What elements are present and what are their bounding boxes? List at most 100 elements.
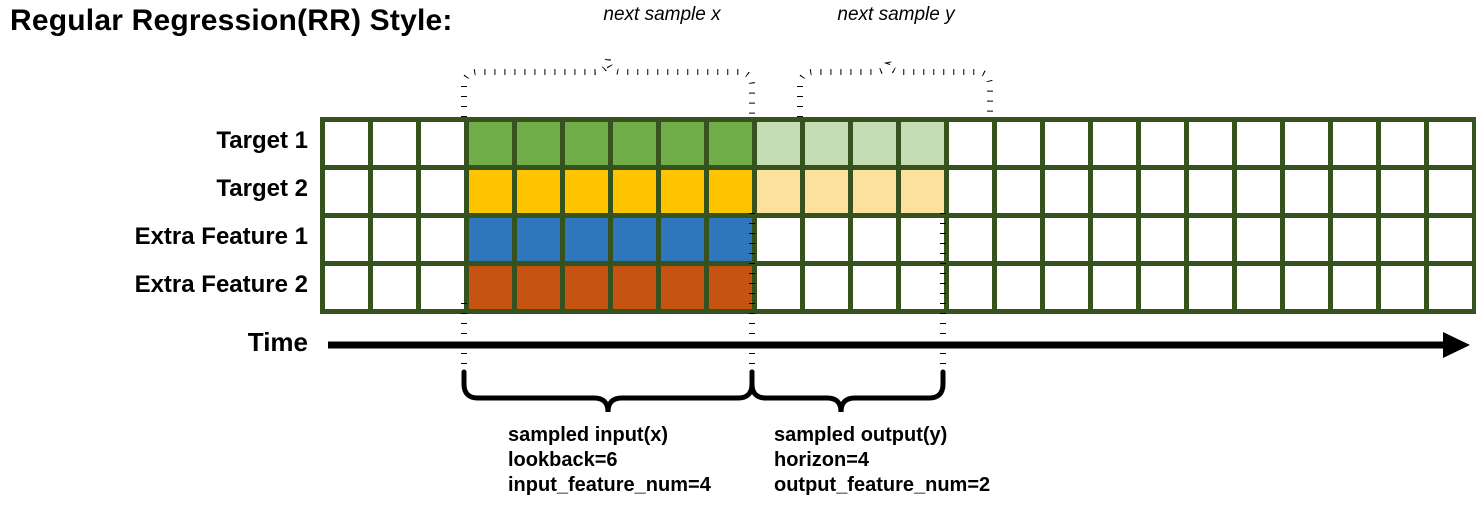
row-label-extra-feature-2: Extra Feature 2 bbox=[134, 271, 308, 298]
grid-cell bbox=[1280, 170, 1328, 213]
grid-cell bbox=[1184, 170, 1232, 213]
grid-cell bbox=[944, 170, 992, 213]
grid-cell bbox=[848, 218, 896, 261]
grid-cell bbox=[368, 266, 416, 309]
grid-cell bbox=[512, 218, 560, 261]
grid-cell bbox=[944, 266, 992, 309]
grid-cell bbox=[1136, 218, 1184, 261]
grid-cell bbox=[992, 122, 1040, 165]
grid-cell bbox=[464, 122, 512, 165]
grid-cell bbox=[464, 266, 512, 309]
grid-cell bbox=[1376, 170, 1424, 213]
grid-cell bbox=[1424, 218, 1472, 261]
grid-cell bbox=[608, 218, 656, 261]
next-sample-x-caption: next sample x bbox=[603, 4, 721, 25]
grid-cell bbox=[800, 218, 848, 261]
grid-cell bbox=[992, 170, 1040, 213]
grid-cell bbox=[704, 170, 752, 213]
grid-cell bbox=[656, 218, 704, 261]
grid-cell bbox=[368, 122, 416, 165]
grid-cell bbox=[512, 170, 560, 213]
grid-cell bbox=[896, 266, 944, 309]
grid-cell bbox=[1088, 122, 1136, 165]
grid-cell bbox=[800, 266, 848, 309]
page-title: Regular Regression(RR) Style: bbox=[10, 4, 453, 37]
grid-cell bbox=[1376, 122, 1424, 165]
grid-cell bbox=[992, 218, 1040, 261]
top-brace-output bbox=[797, 57, 993, 117]
grid-cell bbox=[1328, 122, 1376, 165]
bottom-brace-output bbox=[749, 369, 946, 413]
grid-cell bbox=[1136, 170, 1184, 213]
grid-cell bbox=[656, 266, 704, 309]
grid-cell bbox=[1376, 218, 1424, 261]
grid-cell bbox=[325, 170, 368, 213]
grid-cell bbox=[464, 170, 512, 213]
time-axis-label: Time bbox=[247, 327, 308, 357]
grid-cell bbox=[896, 122, 944, 165]
grid-cell bbox=[325, 218, 368, 261]
grid-cell bbox=[416, 170, 464, 213]
grid-cell bbox=[704, 266, 752, 309]
grid-cell bbox=[1184, 122, 1232, 165]
grid-cell bbox=[416, 122, 464, 165]
sampled-input-description: sampled input(x) lookback=6 input_featur… bbox=[508, 423, 711, 498]
grid-cell bbox=[1040, 122, 1088, 165]
grid-cell bbox=[368, 170, 416, 213]
row-label-extra-feature-1: Extra Feature 1 bbox=[134, 223, 308, 250]
grid-cell bbox=[896, 218, 944, 261]
grid-cell bbox=[848, 122, 896, 165]
grid-cell bbox=[1232, 266, 1280, 309]
grid-cell bbox=[656, 170, 704, 213]
grid-cell bbox=[464, 218, 512, 261]
grid-cell bbox=[1040, 170, 1088, 213]
grid-cell bbox=[704, 218, 752, 261]
grid-row-4 bbox=[325, 261, 1472, 309]
grid-cell bbox=[608, 170, 656, 213]
sampled-output-line-2: horizon=4 bbox=[774, 449, 870, 471]
grid-cell bbox=[896, 170, 944, 213]
row-label-target-1: Target 1 bbox=[216, 127, 308, 154]
grid-cell bbox=[1040, 218, 1088, 261]
grid-cell bbox=[1184, 266, 1232, 309]
grid-row-2 bbox=[325, 165, 1472, 213]
grid-cell bbox=[800, 122, 848, 165]
sampled-output-line-1: sampled output(y) bbox=[774, 424, 948, 446]
row-label-target-2: Target 2 bbox=[216, 175, 308, 202]
grid-cell bbox=[560, 218, 608, 261]
grid-cell bbox=[416, 218, 464, 261]
bottom-brace-input bbox=[461, 369, 755, 413]
grid-cell bbox=[1232, 170, 1280, 213]
grid-cell bbox=[704, 122, 752, 165]
grid-cell bbox=[1136, 266, 1184, 309]
sampled-output-description: sampled output(y) horizon=4 output_featu… bbox=[774, 423, 990, 498]
grid-cell bbox=[560, 266, 608, 309]
grid-cell bbox=[368, 218, 416, 261]
grid-cell bbox=[560, 122, 608, 165]
grid-cell bbox=[656, 122, 704, 165]
grid-cell bbox=[1232, 122, 1280, 165]
sampled-output-line-3: output_feature_num=2 bbox=[774, 474, 991, 496]
grid-cell bbox=[944, 218, 992, 261]
grid-cell bbox=[325, 266, 368, 309]
timeseries-grid bbox=[320, 117, 1476, 314]
grid-cell bbox=[848, 170, 896, 213]
grid-cell bbox=[512, 266, 560, 309]
grid-cell bbox=[752, 170, 800, 213]
top-brace-input bbox=[461, 57, 755, 117]
grid-cell bbox=[1424, 122, 1472, 165]
grid-cell bbox=[1280, 218, 1328, 261]
grid-cell bbox=[800, 170, 848, 213]
grid-row-1 bbox=[325, 122, 1472, 165]
grid-cell bbox=[1424, 266, 1472, 309]
sampled-input-line-2: lookback=6 bbox=[508, 449, 618, 471]
grid-cell bbox=[608, 122, 656, 165]
grid-cell bbox=[1328, 218, 1376, 261]
grid-cell bbox=[1136, 122, 1184, 165]
grid-cell bbox=[560, 170, 608, 213]
grid-cell bbox=[752, 266, 800, 309]
grid-cell bbox=[1232, 218, 1280, 261]
grid-cell bbox=[416, 266, 464, 309]
grid-cell bbox=[1088, 218, 1136, 261]
grid-cell bbox=[1184, 218, 1232, 261]
